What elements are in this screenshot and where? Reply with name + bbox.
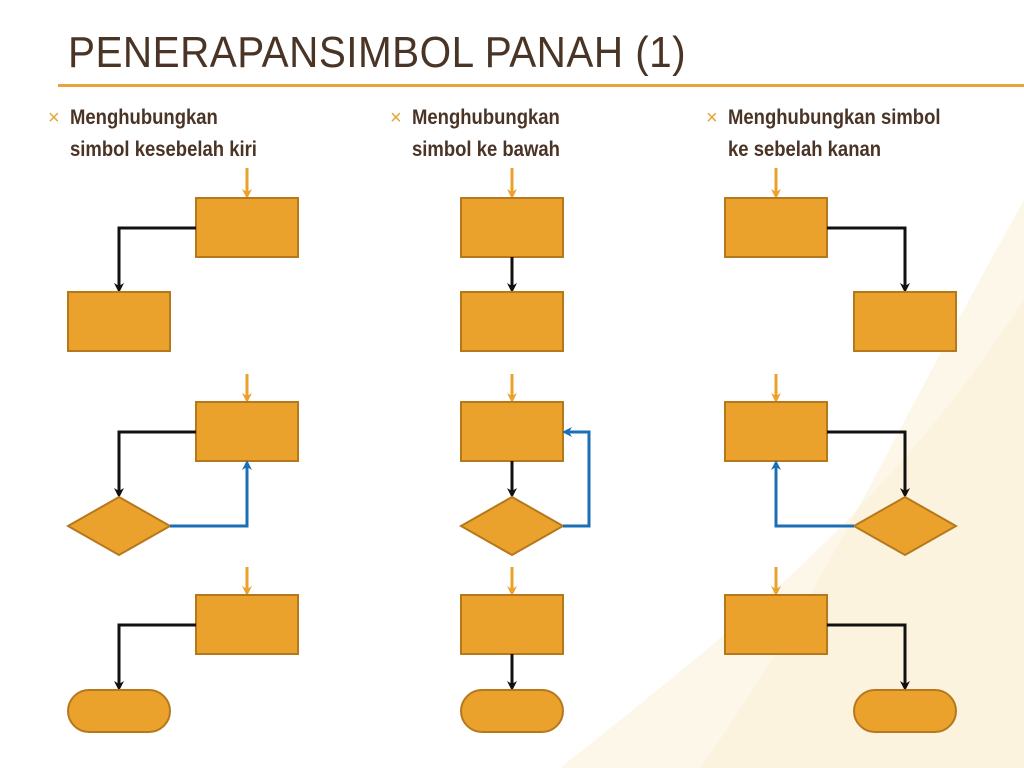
middle-example-2 (458, 374, 591, 557)
bullet-middle-line-1: Menghubungkan (412, 106, 560, 129)
process-box (724, 197, 828, 258)
bullet-right-line-2: ke sebelah kanan (728, 138, 882, 161)
bullet-mark-icon: × (390, 107, 402, 129)
terminator (853, 689, 957, 733)
connector-arrow (827, 430, 910, 498)
left-example-3 (67, 567, 299, 733)
bullet-left-line-2: simbol kesebelah kiri (70, 138, 257, 161)
connector-arrow (827, 226, 910, 293)
decision-diamond (851, 495, 959, 557)
process-box (853, 291, 957, 352)
loop-back-arrow (562, 427, 591, 528)
left-example-1 (67, 168, 299, 352)
loop-back-arrow (170, 460, 252, 528)
right-example-2 (724, 374, 959, 557)
loop-back-arrow (771, 460, 854, 528)
decision-diamond (458, 495, 566, 557)
slide-title: PENERAPANSIMBOL PANAH (1) (68, 28, 687, 77)
decision-diamond (65, 495, 173, 557)
process-box (460, 197, 564, 258)
process-box (724, 401, 828, 462)
bullet-mark-icon: × (48, 107, 60, 129)
bullet-mark-icon: × (706, 107, 718, 129)
bullet-right: × Menghubungkan simbol ke sebelah kanan (706, 102, 970, 166)
middle-example-3 (460, 567, 564, 733)
process-box (460, 291, 564, 352)
connector-arrow (114, 430, 196, 498)
left-example-2 (65, 374, 299, 557)
process-box (67, 291, 171, 352)
terminator (67, 689, 171, 733)
process-box (195, 594, 299, 655)
process-box (460, 401, 564, 462)
bullet-right-line-1: Menghubungkan simbol (728, 106, 941, 129)
connector-arrow (114, 226, 196, 293)
bullet-middle-line-2: simbol ke bawah (412, 138, 560, 161)
middle-example-1 (460, 168, 564, 352)
bullet-left: × Menghubungkan simbol kesebelah kiri (48, 102, 282, 166)
title-underline (58, 84, 1024, 87)
right-example-1 (724, 168, 957, 352)
process-box (724, 594, 828, 655)
connector-arrow (114, 623, 196, 691)
bullet-left-line-1: Menghubungkan (70, 106, 218, 129)
terminator (460, 689, 564, 733)
process-box (195, 401, 299, 462)
process-box (460, 594, 564, 655)
connector-arrow (827, 623, 910, 691)
right-example-3 (724, 567, 957, 733)
process-box (195, 197, 299, 258)
bullet-middle: × Menghubungkan simbol ke bawah (390, 102, 580, 166)
